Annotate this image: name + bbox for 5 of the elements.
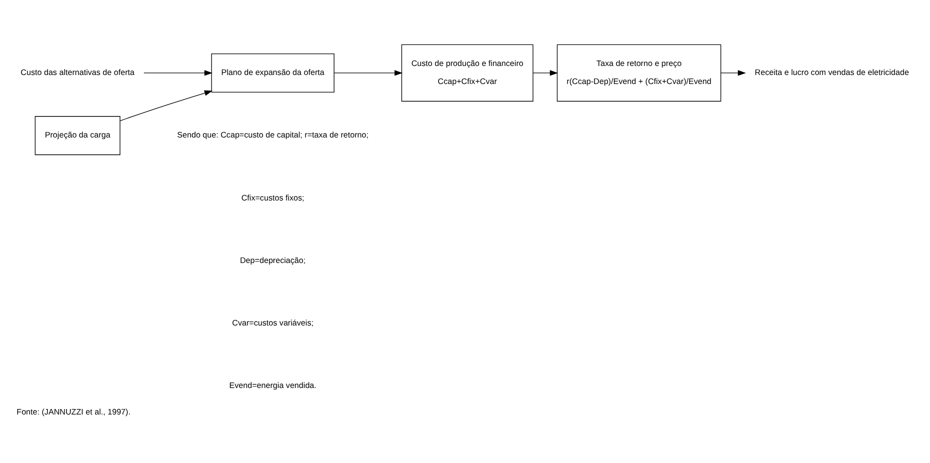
arrow bbox=[120, 90, 212, 121]
arrow bbox=[720, 70, 746, 76]
arrow bbox=[334, 70, 403, 76]
arrow bbox=[532, 70, 558, 76]
arrow bbox=[144, 70, 212, 76]
